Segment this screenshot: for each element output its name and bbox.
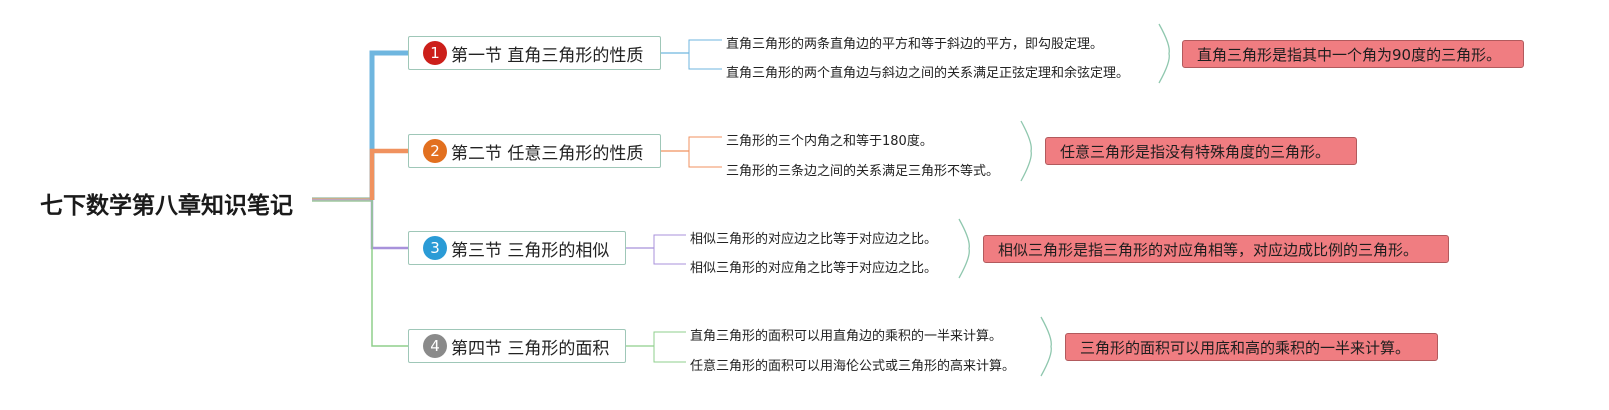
section-node-2[interactable]: 2 第二节 任意三角形的性质 bbox=[408, 134, 661, 168]
note-4-2[interactable]: 任意三角形的面积可以用海伦公式或三角形的高来计算。 bbox=[690, 359, 1016, 374]
branch-line-4 bbox=[371, 200, 408, 347]
summary-3[interactable]: 相似三角形是指三角形的对应角相等，对应边成比例的三角形。 bbox=[983, 235, 1449, 263]
section-node-1[interactable]: 1 第一节 直角三角形的性质 bbox=[408, 36, 661, 70]
summary-bracket-2 bbox=[1020, 120, 1032, 182]
note-3-2[interactable]: 相似三角形的对应角之比等于对应边之比。 bbox=[690, 261, 938, 276]
section-title-3: 第三节 三角形的相似 bbox=[451, 240, 610, 261]
branch-line-2 bbox=[369, 148, 408, 200]
note-branch-2-2 bbox=[688, 151, 722, 168]
root-topic[interactable]: 七下数学第八章知识笔记 bbox=[40, 193, 293, 219]
summary-2[interactable]: 任意三角形是指没有特殊角度的三角形。 bbox=[1045, 137, 1357, 165]
branch-line-1 bbox=[369, 50, 408, 200]
note-1-1[interactable]: 直角三角形的两条直角边的平方和等于斜边的平方，即勾股定理。 bbox=[726, 37, 1104, 52]
number-badge-4: 4 bbox=[423, 334, 447, 358]
note-branch-4-1 bbox=[653, 331, 686, 346]
section-title-4: 第四节 三角形的面积 bbox=[451, 338, 610, 359]
section-node-3[interactable]: 3 第三节 三角形的相似 bbox=[408, 231, 626, 265]
note-branch-1-1 bbox=[688, 39, 722, 53]
section-title-2: 第二节 任意三角形的性质 bbox=[451, 143, 644, 164]
note-branch-2-1 bbox=[688, 136, 722, 151]
section-title-1: 第一节 直角三角形的性质 bbox=[451, 45, 644, 66]
summary-bracket-4 bbox=[1040, 316, 1052, 377]
note-3-1[interactable]: 相似三角形的对应边之比等于对应边之比。 bbox=[690, 232, 938, 247]
number-badge-3: 3 bbox=[423, 236, 447, 260]
note-2-2[interactable]: 三角形的三条边之间的关系满足三角形不等式。 bbox=[726, 164, 1000, 179]
note-branch-3-1 bbox=[653, 234, 686, 248]
branch-line-3 bbox=[370, 200, 408, 250]
number-badge-1: 1 bbox=[423, 41, 447, 65]
note-branch-1-2 bbox=[688, 53, 722, 70]
note-branch-4-2 bbox=[653, 346, 686, 363]
summary-bracket-3 bbox=[958, 218, 970, 279]
summary-1[interactable]: 直角三角形是指其中一个角为90度的三角形。 bbox=[1182, 40, 1524, 68]
section-node-4[interactable]: 4 第四节 三角形的面积 bbox=[408, 329, 626, 363]
note-branch-3-2 bbox=[653, 248, 686, 265]
note-4-1[interactable]: 直角三角形的面积可以用直角边的乘积的一半来计算。 bbox=[690, 329, 1003, 344]
note-1-2[interactable]: 直角三角形的两个直角边与斜边之间的关系满足正弦定理和余弦定理。 bbox=[726, 66, 1130, 81]
note-2-1[interactable]: 三角形的三个内角之和等于180度。 bbox=[726, 134, 933, 149]
number-badge-2: 2 bbox=[423, 139, 447, 163]
summary-bracket-1 bbox=[1158, 23, 1170, 84]
summary-4[interactable]: 三角形的面积可以用底和高的乘积的一半来计算。 bbox=[1065, 333, 1438, 361]
